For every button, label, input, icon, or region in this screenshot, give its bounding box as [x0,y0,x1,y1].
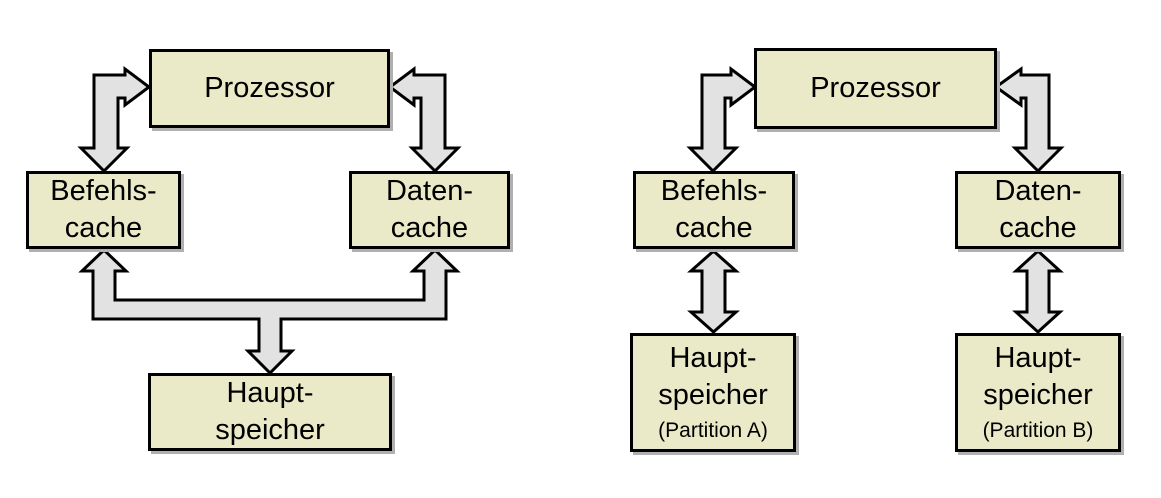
left-processor-label: Prozessor [204,72,335,104]
right-main-memory-b-label-line2: speicher [983,378,1093,411]
right-main-memory-b-label-line1: Haupt- [994,341,1082,374]
right-processor-icache-double-arrow-icon [686,66,758,174]
right-main-memory-b-box: Haupt- speicher (Partition B) [955,333,1121,452]
right-data-cache-label-line2: cache [999,212,1077,244]
left-data-cache-label-line1: Daten- [385,175,474,207]
right-dcache-memory-b-double-arrow-icon [1012,248,1064,335]
left-processor-box: Prozessor [149,49,390,128]
right-icache-memory-a-double-arrow-icon [687,248,740,335]
left-main-memory-box: Haupt- speicher [148,373,392,451]
right-main-memory-a-label-line1: Haupt- [669,341,757,374]
right-instruction-cache-box: Befehls- cache [633,171,795,249]
right-instruction-cache-label-line2: cache [675,212,753,244]
left-instruction-cache-label-line1: Befehls- [50,175,157,207]
right-instruction-cache-label-line1: Befehls- [660,175,768,207]
right-main-memory-a-box: Haupt- speicher (Partition A) [630,333,796,452]
right-processor-dcache-double-arrow-icon [993,66,1065,174]
right-main-memory-a-label-line2: speicher [658,378,768,411]
right-processor-box: Prozessor [754,48,997,129]
left-main-memory-label-line1: Haupt- [226,377,314,409]
right-main-memory-b-partition-label: (Partition B) [982,418,1094,442]
left-data-cache-label-line2: cache [390,212,469,244]
right-main-memory-a-partition-label: (Partition A) [658,418,768,442]
left-instruction-cache-label-line2: cache [64,212,143,244]
left-data-cache-box: Daten- cache [349,171,510,249]
left-instruction-cache-box: Befehls- cache [26,171,181,249]
left-memory-caches-branched-arrow-icon [78,247,461,376]
left-processor-dcache-double-arrow-icon [387,66,462,174]
right-data-cache-box: Daten- cache [955,171,1121,249]
left-processor-icache-double-arrow-icon [77,66,152,174]
right-processor-label: Prozessor [810,72,941,104]
left-main-memory-label-line2: speicher [215,414,325,446]
right-data-cache-label-line1: Daten- [994,175,1082,207]
